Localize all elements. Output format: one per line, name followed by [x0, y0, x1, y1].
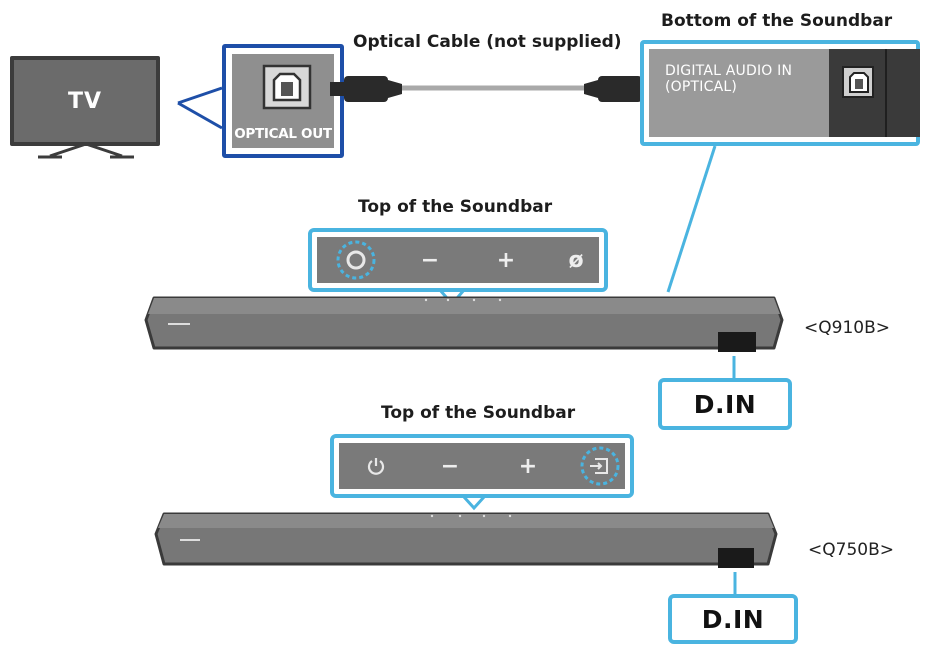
- input-source-icon: [580, 446, 620, 486]
- power-icon: [367, 458, 385, 475]
- soundbar-bottom-panel: DIGITAL AUDIO IN (OPTICAL): [640, 40, 920, 146]
- q910b-din-callout: D.IN: [658, 378, 792, 430]
- q750b-volume-up-button[interactable]: +: [518, 453, 538, 479]
- tv-label: TV: [67, 88, 103, 114]
- optical-cable-plugs: [330, 76, 656, 102]
- soundbar-optical-port-icon: [842, 66, 874, 98]
- q750b-volume-down-button[interactable]: −: [440, 453, 460, 479]
- q750b-model-label: <Q750B>: [808, 540, 894, 560]
- q910b-volume-down-button[interactable]: −: [420, 247, 440, 273]
- bottom-callout-line-left: [666, 145, 717, 293]
- top-of-soundbar-caption-1: Top of the Soundbar: [358, 197, 553, 217]
- q750b-power-button[interactable]: [353, 443, 399, 489]
- q750b-top-panel: − +: [330, 434, 634, 498]
- tv-port-callout-line: [177, 86, 223, 105]
- optical-cable-caption: Optical Cable (not supplied): [353, 32, 622, 52]
- top-callout-pointer-2: [462, 495, 486, 511]
- q910b-power-button[interactable]: [331, 237, 381, 283]
- top-of-soundbar-caption-2: Top of the Soundbar: [381, 403, 576, 423]
- digital-audio-in-label: DIGITAL AUDIO IN (OPTICAL): [665, 63, 793, 95]
- q910b-din-port: [718, 332, 756, 352]
- q910b-model-label: <Q910B>: [804, 318, 890, 338]
- q750b-soundbar: [154, 512, 778, 568]
- power-icon: [336, 240, 376, 280]
- optical-out-label: OPTICAL OUT: [234, 126, 332, 142]
- bottom-of-soundbar-caption: Bottom of the Soundbar: [661, 11, 893, 31]
- optical-port-icon: [262, 64, 312, 110]
- q910b-top-panel: − + ø: [308, 228, 608, 292]
- tv-port-callout-line-2: [177, 101, 223, 130]
- q750b-din-label: D.IN: [701, 604, 765, 634]
- q910b-volume-up-button[interactable]: +: [496, 247, 516, 273]
- q750b-input-source-button[interactable]: [575, 443, 625, 489]
- q910b-soundbar: [144, 296, 784, 352]
- q910b-din-label: D.IN: [693, 389, 757, 419]
- q750b-din-callout: D.IN: [668, 594, 798, 644]
- q750b-din-port: [718, 548, 754, 568]
- tv-illustration: TV: [10, 56, 160, 146]
- q910b-mic-button[interactable]: ø: [568, 247, 584, 273]
- tv-optical-out-port: OPTICAL OUT: [222, 44, 344, 158]
- tv-stand-icon: [38, 144, 134, 159]
